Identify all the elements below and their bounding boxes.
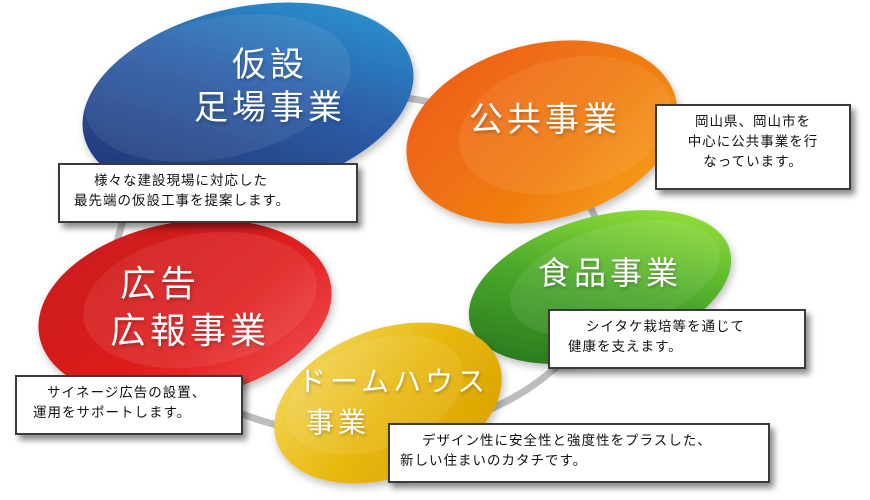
ad-description-line-1: サイネージ広告の設置、 <box>47 385 207 401</box>
public-title: 公共事業 <box>445 99 645 142</box>
dome-description-line-2: 新しい住まいのカタチです。 <box>400 453 588 469</box>
dome-description-line-1: デザイン性に安全性と強度性をプラスした、 <box>422 433 712 449</box>
dome-title-line-1: ドームハウス <box>298 365 490 398</box>
food-description-line-1: シイタケ栽培等を通じて <box>586 319 745 335</box>
food-description-line-2: 健康を支えます。 <box>568 339 683 355</box>
public-description-line-2: 中心に公共事業を行 <box>687 134 819 150</box>
scaffold-title: 仮設 足場事業 <box>150 44 390 129</box>
dome-title: ドームハウス 事業 <box>298 362 498 443</box>
food-title: 食品事業 <box>510 253 710 293</box>
scaffold-title-line-1: 仮設 <box>232 45 308 85</box>
public-description-line-1: 岡山県、岡山市を <box>695 114 811 130</box>
food-description: シイタケ栽培等を通じて 健康を支えます。 <box>548 309 806 369</box>
ad-title: 広告 広報事業 <box>70 262 310 356</box>
ad-title-line-2: 広報事業 <box>109 310 270 352</box>
ad-title-line-1: 広告 <box>120 264 201 305</box>
public-title-line-1: 公共事業 <box>469 100 621 140</box>
dome-description: デザイン性に安全性と強度性をプラスした、 新しい住まいのカタチです。 <box>388 423 770 483</box>
ad-description-line-2: 運用をサポートします。 <box>33 405 192 421</box>
ad-description: サイネージ広告の設置、 運用をサポートします。 <box>15 375 243 435</box>
scaffold-description-line-1: 様々な建設現場に対応した <box>94 173 268 189</box>
scaffold-ellipse <box>82 2 414 198</box>
public-ellipse <box>406 40 678 224</box>
scaffold-description: 様々な建設現場に対応した 最先端の仮設工事を提案します。 <box>58 163 358 223</box>
scaffold-description-line-2: 最先端の仮設工事を提案します。 <box>74 193 291 209</box>
ad-ellipse <box>38 219 332 401</box>
scaffold-title-line-2: 足場事業 <box>194 87 346 128</box>
public-description-line-3: なっています。 <box>703 154 803 170</box>
dome-title-line-2: 事業 <box>306 405 371 439</box>
public-description: 岡山県、岡山市を 中心に公共事業を行 なっています。 <box>655 104 851 190</box>
food-title-line-1: 食品事業 <box>537 254 682 292</box>
